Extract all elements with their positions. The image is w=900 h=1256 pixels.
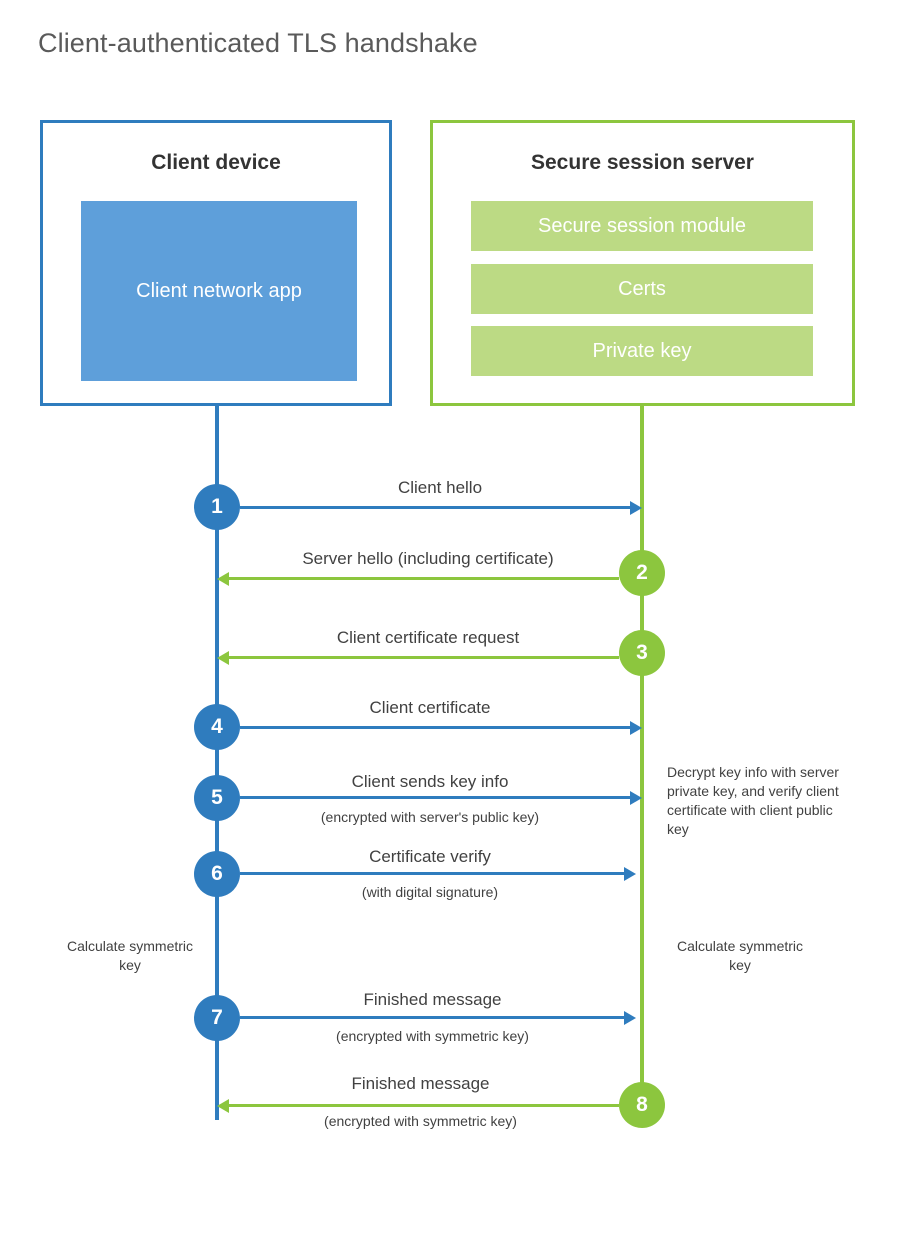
message-sublabel-7: (encrypted with symmetric key) — [336, 1028, 529, 1044]
message-arrow-6 — [240, 866, 636, 881]
client-lifeline — [215, 405, 219, 1120]
message-label-4: Client certificate — [369, 698, 491, 717]
arrow-head-right-icon — [630, 790, 642, 805]
message-label-2: Server hello (including certificate) — [302, 549, 554, 568]
step-badge-6[interactable]: 6 — [194, 851, 240, 897]
message-label-7: Finished message — [363, 990, 502, 1009]
message-label-3: Client certificate request — [336, 628, 520, 647]
step-badge-5[interactable]: 5 — [194, 775, 240, 821]
server-block-secure-session-module: Secure session module — [471, 201, 813, 251]
secure-session-server-box: Secure session server Secure session mod… — [430, 120, 855, 406]
step-badge-2[interactable]: 2 — [619, 550, 665, 596]
message-sublabel-5: (encrypted with server's public key) — [320, 809, 540, 825]
arrow-head-left-icon — [217, 571, 229, 586]
message-label-6: Certificate verify — [369, 847, 491, 866]
message-arrow-4 — [240, 720, 642, 735]
step-badge-1[interactable]: 1 — [194, 484, 240, 530]
client-network-app-block: Client network app — [81, 201, 357, 381]
message-arrow-8 — [217, 1098, 619, 1113]
message-arrow-3 — [217, 650, 619, 665]
arrow-head-right-icon — [624, 1010, 636, 1025]
message-sublabel-6: (with digital signature) — [361, 884, 499, 900]
client-device-box: Client device Client network app — [40, 120, 392, 406]
step-badge-8[interactable]: 8 — [619, 1082, 665, 1128]
arrow-head-left-icon — [217, 1098, 229, 1113]
server-lifeline — [640, 405, 644, 1105]
message-label-5: Client sends key info — [351, 772, 509, 791]
annotation-client-symmetric-key: Calculate symmetric key — [66, 938, 194, 973]
message-label-1: Client hello — [397, 478, 483, 497]
step-badge-7[interactable]: 7 — [194, 995, 240, 1041]
server-block-private-key: Private key — [471, 326, 813, 376]
step-badge-3[interactable]: 3 — [619, 630, 665, 676]
message-arrow-5 — [240, 790, 642, 805]
arrow-head-right-icon — [630, 720, 642, 735]
message-arrow-1 — [240, 500, 642, 515]
arrow-head-left-icon — [217, 650, 229, 665]
message-label-8: Finished message — [351, 1074, 490, 1093]
message-sublabel-8: (encrypted with symmetric key) — [324, 1113, 517, 1129]
page-title: Client-authenticated TLS handshake — [38, 28, 478, 58]
secure-session-server-title: Secure session server — [531, 151, 754, 174]
annotation-server-symmetric-key: Calculate symmetric key — [676, 938, 804, 973]
arrow-head-right-icon — [630, 500, 642, 515]
step-badge-4[interactable]: 4 — [194, 704, 240, 750]
server-block-certs: Certs — [471, 264, 813, 314]
message-arrow-7 — [240, 1010, 636, 1025]
message-arrow-2 — [217, 571, 619, 586]
client-device-title: Client device — [151, 151, 281, 174]
arrow-head-right-icon — [624, 866, 636, 881]
annotation-server-decrypt: Decrypt key info with server private key… — [667, 764, 839, 837]
